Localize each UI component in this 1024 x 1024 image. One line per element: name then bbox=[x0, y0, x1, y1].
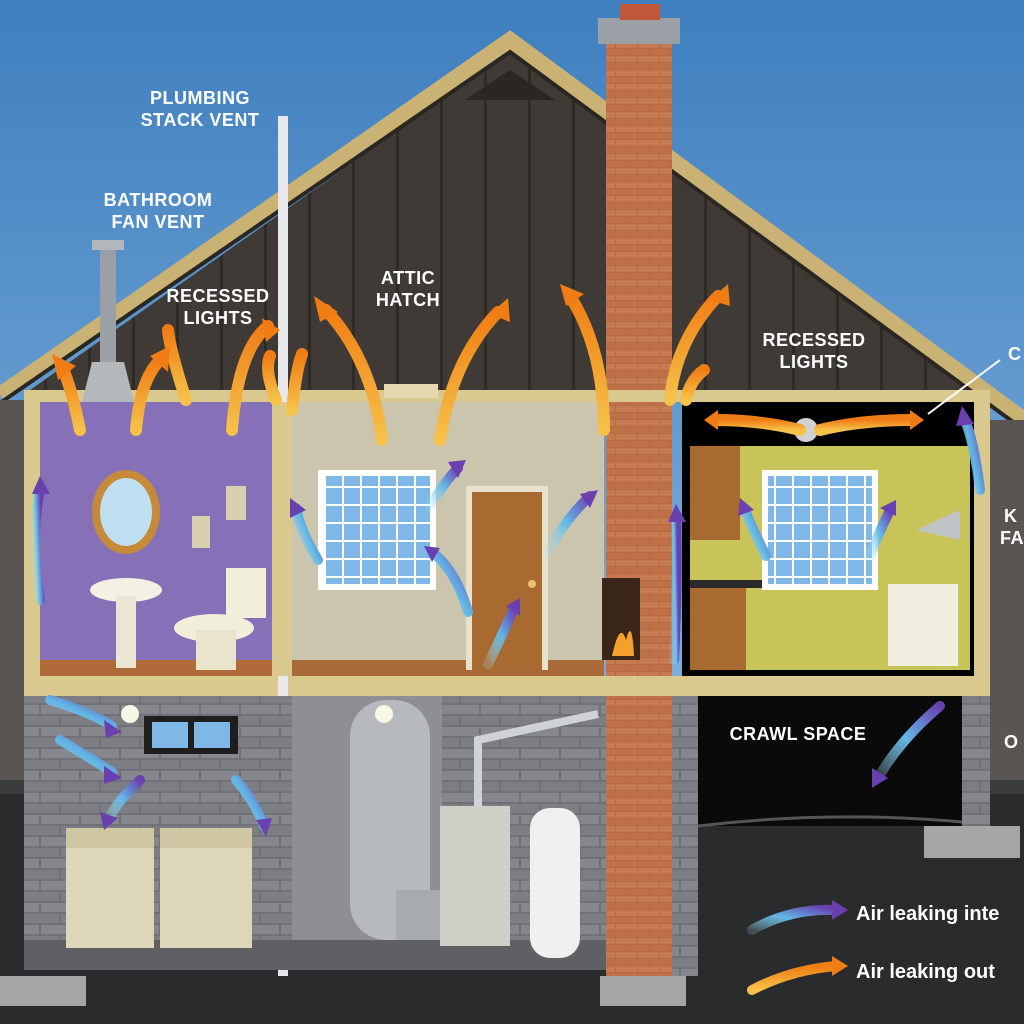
label-edge-k: K bbox=[1004, 506, 1018, 526]
roof-edge bbox=[0, 30, 1024, 427]
label-recessed-right-line2: LIGHTS bbox=[780, 352, 849, 372]
label-plumbing-line2: STACK VENT bbox=[141, 110, 260, 130]
sink bbox=[90, 578, 162, 602]
legend-outward-arrow bbox=[747, 961, 841, 995]
outward-air-arrows bbox=[56, 290, 918, 446]
ceiling-joist bbox=[24, 390, 990, 402]
legend-inward-arrow bbox=[747, 904, 841, 935]
legend: Air leaking inte Air leaking out bbox=[747, 900, 999, 995]
label-recessed-left-line2: LIGHTS bbox=[184, 308, 253, 328]
light-switch bbox=[226, 486, 246, 520]
basement-light bbox=[121, 705, 139, 723]
label-attic-line2: HATCH bbox=[376, 290, 440, 310]
label-edge-o: O bbox=[1004, 732, 1019, 752]
label-bathroom-fan-line1: BATHROOM bbox=[104, 190, 213, 210]
label-plumbing-line1: PLUMBING bbox=[150, 88, 250, 108]
legend-inward-label: Air leaking inte bbox=[856, 903, 999, 925]
chimney bbox=[606, 20, 672, 980]
crawl-space bbox=[672, 696, 990, 826]
kitchen-fan-hood bbox=[916, 510, 960, 540]
label-recessed-left-line1: RECESSED bbox=[166, 286, 269, 306]
label-edge-fa: FA bbox=[1000, 528, 1024, 548]
water-heater bbox=[530, 808, 580, 958]
label-bathroom-fan-line2: FAN VENT bbox=[111, 212, 204, 232]
attic-wall bbox=[30, 52, 995, 390]
bathroom-fan-vent bbox=[100, 244, 116, 394]
label-crawl-space: CRAWL SPACE bbox=[730, 724, 867, 744]
gable-vent bbox=[465, 70, 555, 100]
floor-joist bbox=[24, 676, 990, 696]
kitchen-cabinet bbox=[690, 446, 740, 540]
toilet bbox=[226, 568, 266, 618]
label-recessed-right-line1: RECESSED bbox=[762, 330, 865, 350]
label-attic-line1: ATTIC bbox=[381, 268, 435, 288]
legend-outward-label: Air leaking out bbox=[856, 961, 995, 983]
duct bbox=[350, 700, 430, 940]
attic-hatch bbox=[384, 384, 438, 398]
label-edge-c: C bbox=[1008, 344, 1022, 364]
kitchen-counter bbox=[888, 584, 958, 666]
furnace bbox=[440, 806, 510, 946]
